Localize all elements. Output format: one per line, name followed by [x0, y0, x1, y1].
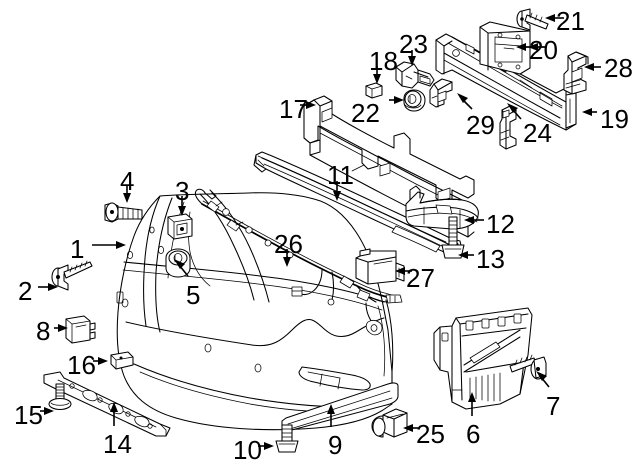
- callout-label-1[interactable]: 1: [70, 234, 85, 264]
- callout-label-21[interactable]: 21: [556, 6, 585, 36]
- callout-label-27[interactable]: 27: [406, 263, 435, 293]
- part-lower-retainer-bracket: [499, 105, 517, 150]
- callout-label-29[interactable]: 29: [466, 110, 495, 140]
- callout-label-26[interactable]: 26: [274, 229, 303, 259]
- part-valance-bolt: [275, 424, 299, 453]
- callout-label-24[interactable]: 24: [523, 118, 552, 148]
- callout-label-14[interactable]: 14: [103, 429, 132, 459]
- part-parking-sensor-wire-harness: [194, 188, 403, 336]
- callout-label-13[interactable]: 13: [476, 244, 505, 274]
- part-side-stay-bracket: [563, 51, 589, 95]
- callout-label-5[interactable]: 5: [186, 280, 201, 310]
- callout-label-8[interactable]: 8: [36, 316, 51, 346]
- callout-label-7[interactable]: 7: [546, 391, 561, 421]
- part-bumper-cover-bolt: [51, 260, 93, 291]
- part-center-retainer-bracket: [429, 78, 453, 108]
- callout-label-2[interactable]: 2: [18, 276, 33, 306]
- part-impact-bar-bolt: [441, 216, 465, 259]
- callout-label-12[interactable]: 12: [486, 209, 515, 239]
- callout-label-18[interactable]: 18: [369, 46, 398, 76]
- part-bracket-screw: [509, 354, 547, 380]
- part-side-retainer-clip: [167, 213, 193, 240]
- part-push-in-grommet: [403, 89, 426, 112]
- callout-label-6[interactable]: 6: [466, 419, 481, 449]
- part-small-pad: [365, 82, 383, 99]
- callout-label-20[interactable]: 20: [529, 35, 558, 65]
- part-control-module: [355, 248, 405, 285]
- callout-label-3[interactable]: 3: [175, 176, 190, 206]
- callout-label-16[interactable]: 16: [67, 350, 96, 380]
- callout-label-17[interactable]: 17: [279, 94, 308, 124]
- part-plate-bolt: [516, 8, 549, 31]
- callout-label-28[interactable]: 28: [604, 53, 633, 83]
- callout-label-22[interactable]: 22: [351, 98, 380, 128]
- callout-label-11[interactable]: 11: [327, 160, 354, 190]
- part-stiffener-screw: [48, 383, 72, 411]
- callout-label-15[interactable]: 15: [14, 400, 43, 430]
- part-tow-hook-cover-plate: [479, 21, 531, 75]
- part-rear-bumper-cover: [116, 192, 394, 431]
- part-upper-mounting-bolt: [104, 202, 143, 223]
- part-energy-absorber: [253, 151, 463, 255]
- callout-label-9[interactable]: 9: [328, 430, 343, 460]
- callout-label-23[interactable]: 23: [399, 29, 428, 59]
- callout-leader-20-fix: [516, 43, 546, 51]
- part-upper-retainer-bracket: [395, 61, 435, 89]
- callout-label-10[interactable]: 10: [233, 435, 262, 465]
- part-side-mount-clip: [65, 315, 96, 344]
- part-impact-bar-end-bracket: [405, 185, 479, 230]
- part-bumper-side-bracket-right: [433, 307, 533, 410]
- callout-label-19[interactable]: 19: [600, 104, 629, 134]
- callout-label-4[interactable]: 4: [120, 166, 135, 196]
- callout-leaders: [38, 14, 601, 450]
- callout-label-25[interactable]: 25: [416, 419, 445, 449]
- part-stiffener-clip: [110, 351, 134, 370]
- part-parking-assist-sensor: [371, 408, 408, 438]
